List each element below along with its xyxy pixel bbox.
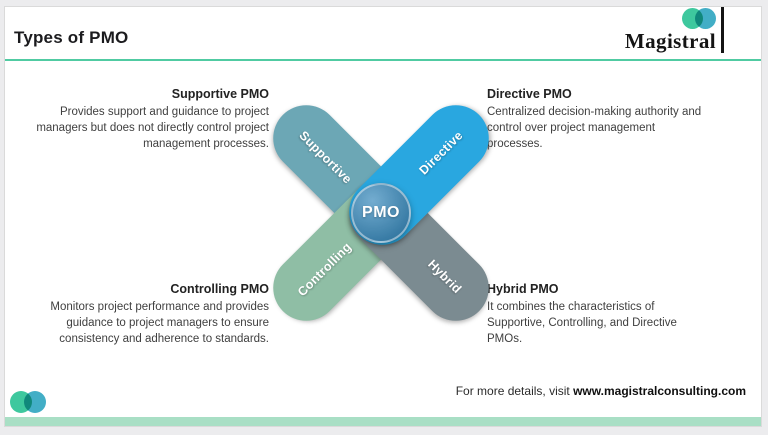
footer-text: For more details, visit — [455, 384, 574, 398]
section-title: Supportive PMO — [171, 87, 269, 101]
bottom-accent-bar — [5, 417, 761, 426]
brand-logo-mark-icon — [682, 8, 716, 29]
section-title: Hybrid PMO — [487, 282, 559, 296]
brand-name: Magistral — [624, 29, 716, 53]
arm-label-supportive: Supportive — [296, 128, 355, 187]
header-accent-line — [5, 59, 761, 61]
slide: Types of PMO Magistral Supportive PMO Pr… — [4, 6, 762, 427]
footer-logo-mark-icon — [10, 391, 46, 413]
arm-label-hybrid: Hybrid — [425, 257, 465, 297]
section-directive-pmo: Directive PMO Centralized decision-makin… — [487, 87, 712, 152]
section-title: Directive PMO — [487, 87, 572, 101]
section-description: Centralized decision-making authority an… — [487, 106, 702, 151]
section-supportive-pmo: Supportive PMO Provides support and guid… — [33, 87, 269, 152]
section-description: Provides support and guidance to project… — [36, 106, 269, 151]
pmo-center-label: PMO — [362, 204, 400, 221]
logo-circle-teal-icon — [24, 391, 46, 413]
pmo-center-circle: PMO — [351, 183, 411, 243]
pmo-x-diagram: Supportive Controlling Hybrid Directive … — [259, 91, 503, 335]
section-title: Controlling PMO — [170, 282, 269, 296]
section-controlling-pmo: Controlling PMO Monitors project perform… — [33, 282, 269, 347]
section-hybrid-pmo: Hybrid PMO It combines the characteristi… — [487, 282, 712, 347]
footer-website-link[interactable]: www.magistralconsulting.com — [573, 384, 746, 398]
section-description: Monitors project performance and provide… — [50, 301, 269, 346]
brand-logo: Magistral — [625, 7, 724, 53]
page-title: Types of PMO — [14, 28, 129, 47]
arm-label-directive: Directive — [416, 128, 466, 178]
footer-note: For more details, visit www.magistralcon… — [456, 384, 746, 398]
arm-label-controlling: Controlling — [294, 239, 355, 300]
logo-circle-teal-icon — [695, 8, 716, 29]
section-description: It combines the characteristics of Suppo… — [487, 301, 677, 346]
